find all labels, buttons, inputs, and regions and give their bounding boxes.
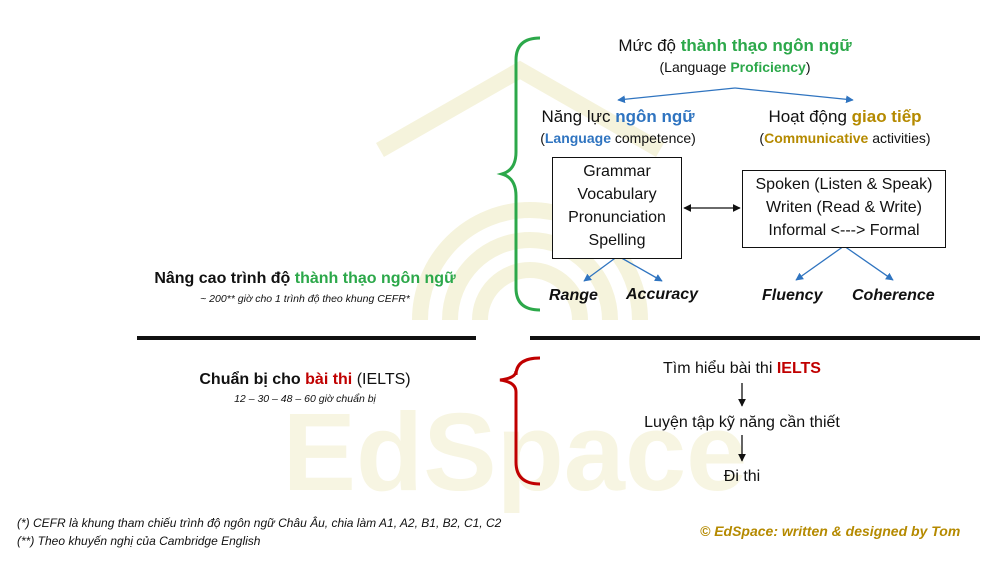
section-proficiency-title-prefix: Nâng cao trình độ: [154, 270, 295, 287]
proficiency-subtitle-highlight: Proficiency: [730, 59, 806, 75]
section-proficiency-note: ~ 200** giờ cho 1 trình độ theo khung CE…: [200, 293, 410, 305]
proficiency-subtitle-prefix: (Language: [659, 59, 731, 75]
outcome-accuracy: Accuracy: [626, 286, 699, 303]
communicative-activities-subtitle-prefix: (: [759, 130, 765, 146]
box-item-spelling: Spelling: [588, 232, 646, 249]
language-competence-subtitle-highlight: Language: [544, 130, 611, 146]
proficiency-title-highlight: thành thạo ngôn ngữ: [680, 36, 852, 55]
language-competence-title-prefix: Năng lực: [541, 107, 616, 126]
language-competence-title: Năng lực ngôn ngữ: [520, 107, 716, 127]
communicative-activities-title: Hoạt động giao tiếp: [742, 107, 948, 127]
language-competence-subtitle: (Language competence): [520, 130, 716, 146]
exam-step-1: Tìm hiểu bài thi IELTS: [600, 360, 884, 378]
box-item-spoken: Spoken (Listen & Speak): [755, 176, 933, 193]
proficiency-title-prefix: Mức độ: [618, 36, 681, 55]
outcome-range: Range: [549, 287, 598, 304]
exam-step-3: Đi thi: [723, 468, 761, 485]
section-exam-title-highlight: bài thi: [305, 371, 353, 388]
communicative-activities-title-highlight: giao tiếp: [851, 107, 922, 126]
language-competence-subtitle-suffix: competence): [610, 130, 696, 146]
communicative-activities-title-prefix: Hoạt động: [768, 107, 852, 126]
section-exam-note: 12 – 30 – 48 – 60 giờ chuẩn bị: [234, 393, 376, 405]
red-brace: [499, 356, 541, 486]
footnote-cefr: (*) CEFR là khung tham chiếu trình độ ng…: [17, 516, 502, 530]
section-proficiency-title-highlight: thành thạo ngôn ngữ: [294, 270, 456, 287]
exam-step-1-prefix: Tìm hiểu bài thi: [663, 360, 777, 377]
exam-step-2: Luyện tập kỹ năng cần thiết: [644, 414, 840, 431]
box-item-written: Writen (Read & Write): [766, 199, 922, 216]
section-exam-title: Chuẩn bị cho bài thi (IELTS): [140, 371, 470, 389]
box-item-vocabulary: Vocabulary: [577, 186, 657, 203]
outcome-coherence: Coherence: [852, 287, 935, 304]
section-proficiency-title: Nâng cao trình độ thành thạo ngôn ngữ: [140, 270, 470, 288]
communicative-activities-subtitle: (Communicative activities): [742, 130, 948, 146]
communicative-activities-subtitle-suffix: activities): [868, 130, 931, 146]
proficiency-subtitle-suffix: ): [805, 59, 811, 75]
box-item-pronunciation: Pronunciation: [568, 209, 666, 226]
proficiency-subtitle: (Language Proficiency): [580, 59, 890, 75]
credit-text: © EdSpace: written & designed by Tom: [700, 523, 961, 539]
outcome-fluency: Fluency: [762, 287, 823, 304]
language-competence-subtitle-prefix: (: [540, 130, 545, 146]
communicative-activities-box: Spoken (Listen & Speak) Writen (Read & W…: [742, 170, 946, 248]
language-competence-box: Grammar Vocabulary Pronunciation Spellin…: [552, 157, 682, 259]
proficiency-title: Mức độ thành thạo ngôn ngữ: [580, 36, 890, 56]
section-exam-title-suffix: (IELTS): [352, 371, 411, 388]
communicative-activities-subtitle-highlight: Communicative: [764, 130, 869, 146]
footnote-cambridge: (**) Theo khuyến nghị của Cambridge Engl…: [17, 534, 261, 548]
green-brace: [496, 36, 541, 312]
box-item-grammar: Grammar: [583, 163, 651, 180]
box-item-register: Informal <---> Formal: [768, 222, 920, 239]
language-competence-title-highlight: ngôn ngữ: [615, 107, 695, 126]
exam-step-1-highlight: IELTS: [776, 360, 821, 377]
section-exam-title-prefix: Chuẩn bị cho: [199, 371, 306, 388]
